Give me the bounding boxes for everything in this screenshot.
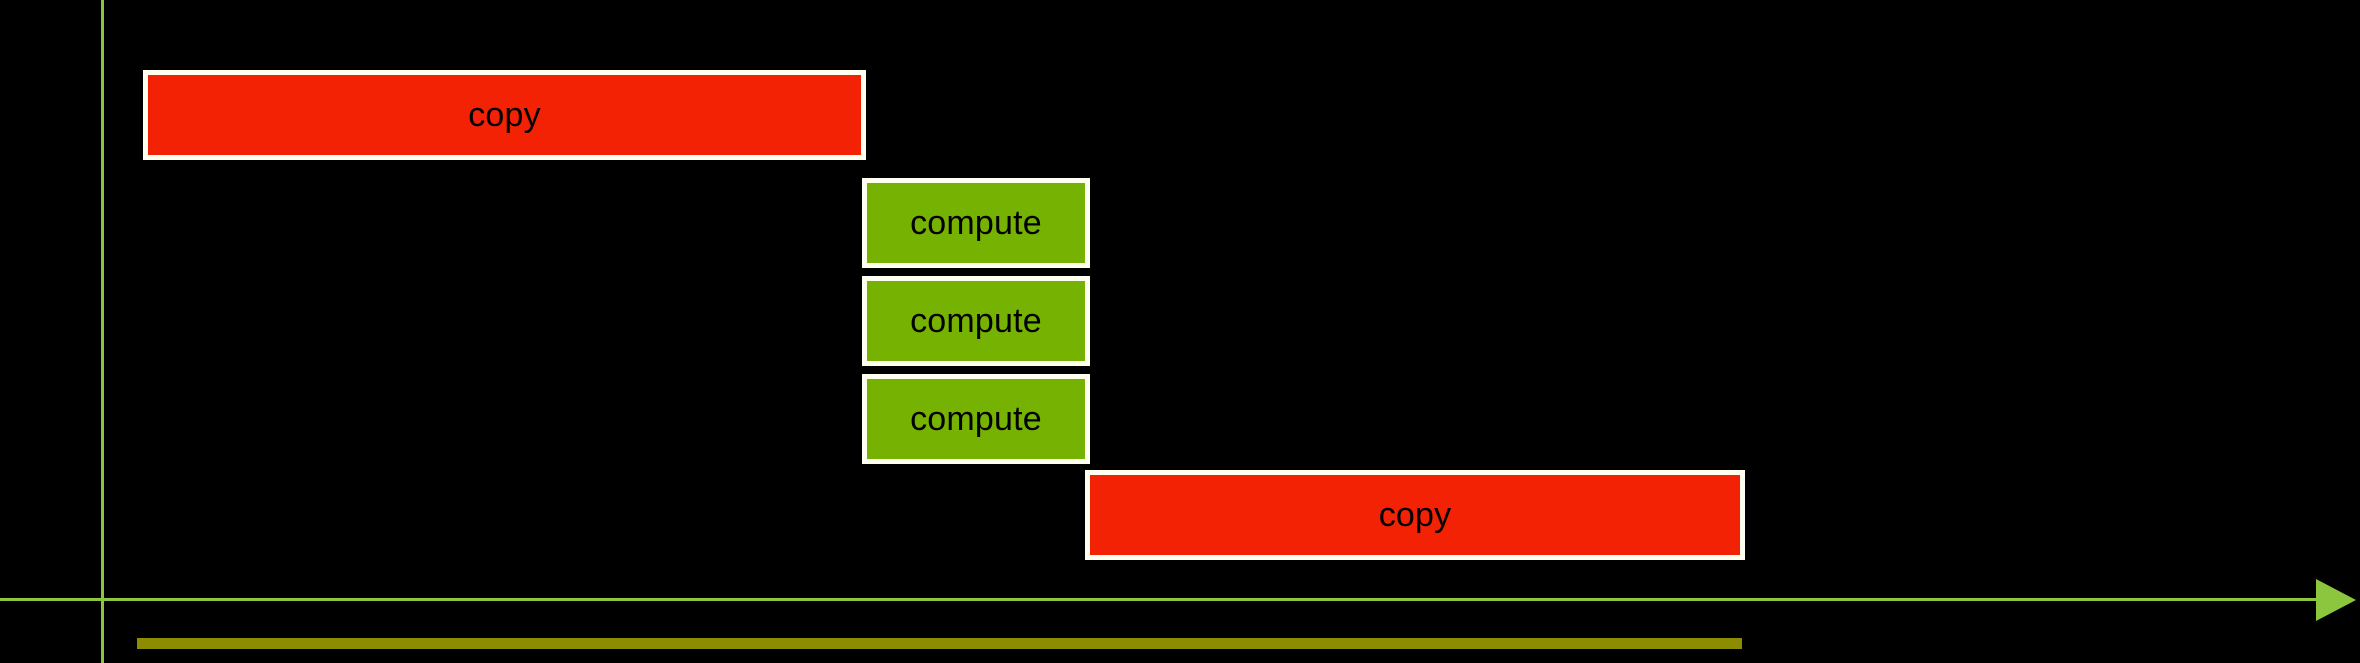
timeline-block-compute-2[interactable]: compute (862, 276, 1090, 366)
vertical-axis-line (101, 0, 104, 663)
timeline-block-label: copy (1378, 496, 1452, 534)
timeline-block-label: compute (910, 302, 1042, 340)
timeline-block-copy-1[interactable]: copy (143, 70, 866, 160)
timeline-block-label: compute (910, 400, 1042, 438)
timeline-block-label: copy (468, 96, 541, 134)
timeline-block-compute-1[interactable]: compute (862, 178, 1090, 268)
horizontal-axis-line (0, 598, 2348, 601)
total-elapsed-bar (137, 638, 1742, 649)
timeline-block-label: compute (910, 204, 1042, 242)
timeline-block-copy-2[interactable]: copy (1085, 470, 1745, 560)
arrow-right-icon (2316, 579, 2356, 621)
timeline-block-compute-3[interactable]: compute (862, 374, 1090, 464)
